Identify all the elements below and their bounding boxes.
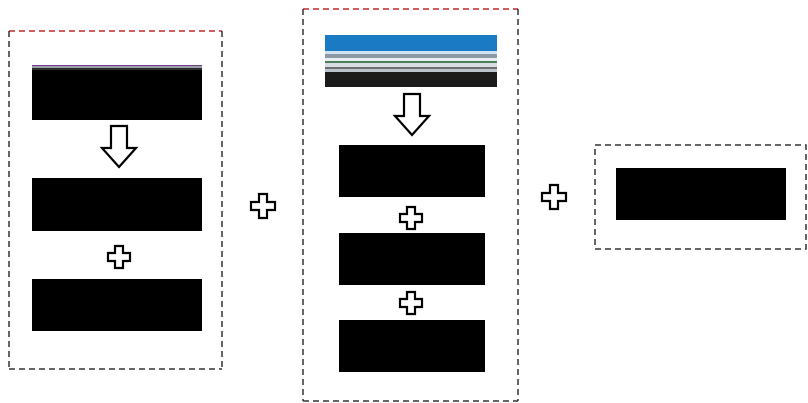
group-3-border bbox=[594, 144, 807, 250]
group-1-block-2 bbox=[32, 178, 202, 231]
group-3-dashed-box bbox=[594, 144, 808, 250]
plus-icon bbox=[249, 192, 277, 220]
down-arrow-icon bbox=[392, 92, 432, 138]
group-2-dashed-box bbox=[302, 8, 519, 402]
plus-icon bbox=[398, 290, 424, 316]
group-1-block-1 bbox=[32, 70, 202, 120]
group-2-border bbox=[302, 8, 519, 402]
group-1-block-3 bbox=[32, 279, 202, 331]
group-2-thumbnail-image bbox=[325, 35, 497, 87]
group-1-border bbox=[8, 30, 223, 370]
group-2-block-1 bbox=[339, 145, 485, 197]
group-3-block-1 bbox=[616, 168, 786, 220]
plus-icon bbox=[398, 205, 424, 231]
group-1-dashed-box bbox=[8, 30, 223, 370]
plus-icon bbox=[540, 183, 568, 211]
group-2-block-2 bbox=[339, 233, 485, 285]
group-2-block-3 bbox=[339, 320, 485, 372]
plus-icon bbox=[106, 244, 132, 270]
down-arrow-icon bbox=[99, 124, 139, 170]
group-1-thumbnail-strip bbox=[32, 65, 202, 70]
